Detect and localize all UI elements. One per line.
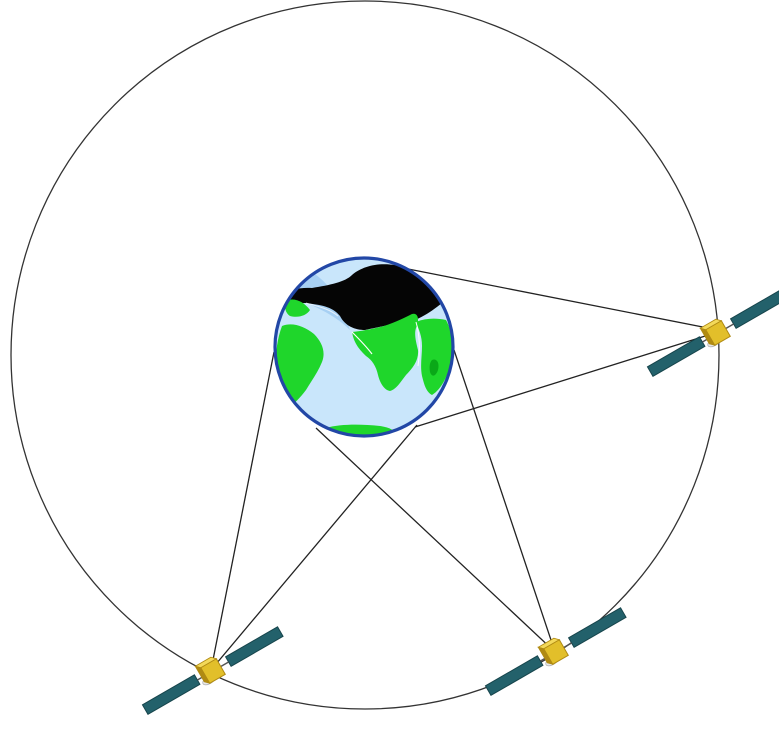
satellite-bottom-right-icon <box>482 602 628 699</box>
satellite-bottom-left-icon <box>139 621 285 718</box>
link-line <box>415 332 718 427</box>
link-line <box>211 425 417 670</box>
link-line <box>454 350 555 652</box>
link-line <box>316 428 555 652</box>
satellite-right-icon <box>644 283 779 380</box>
link-line <box>211 352 274 670</box>
earth-globe-icon <box>270 258 453 436</box>
